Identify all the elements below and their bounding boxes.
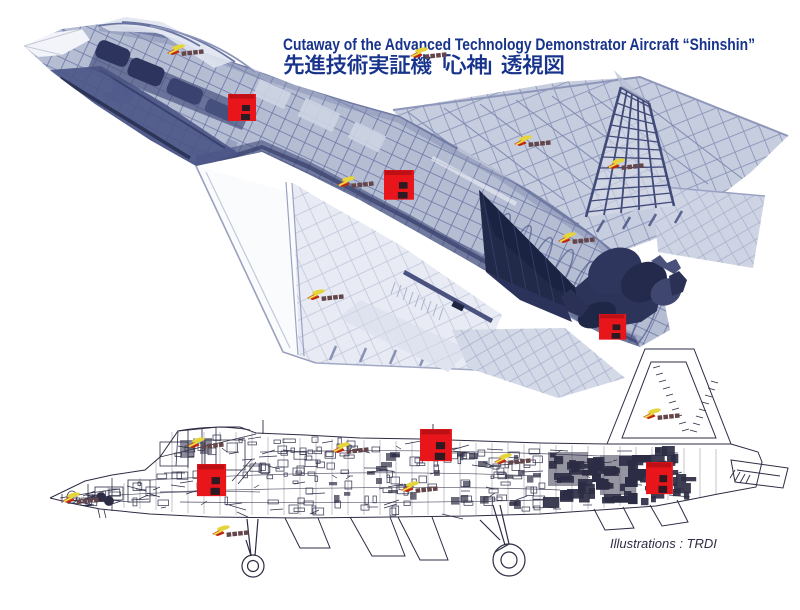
svg-text:Illustrations : TRDI: Illustrations : TRDI	[610, 536, 717, 551]
svg-text:Cutaway of the Advanced Techno: Cutaway of the Advanced Technology Demon…	[283, 36, 755, 54]
